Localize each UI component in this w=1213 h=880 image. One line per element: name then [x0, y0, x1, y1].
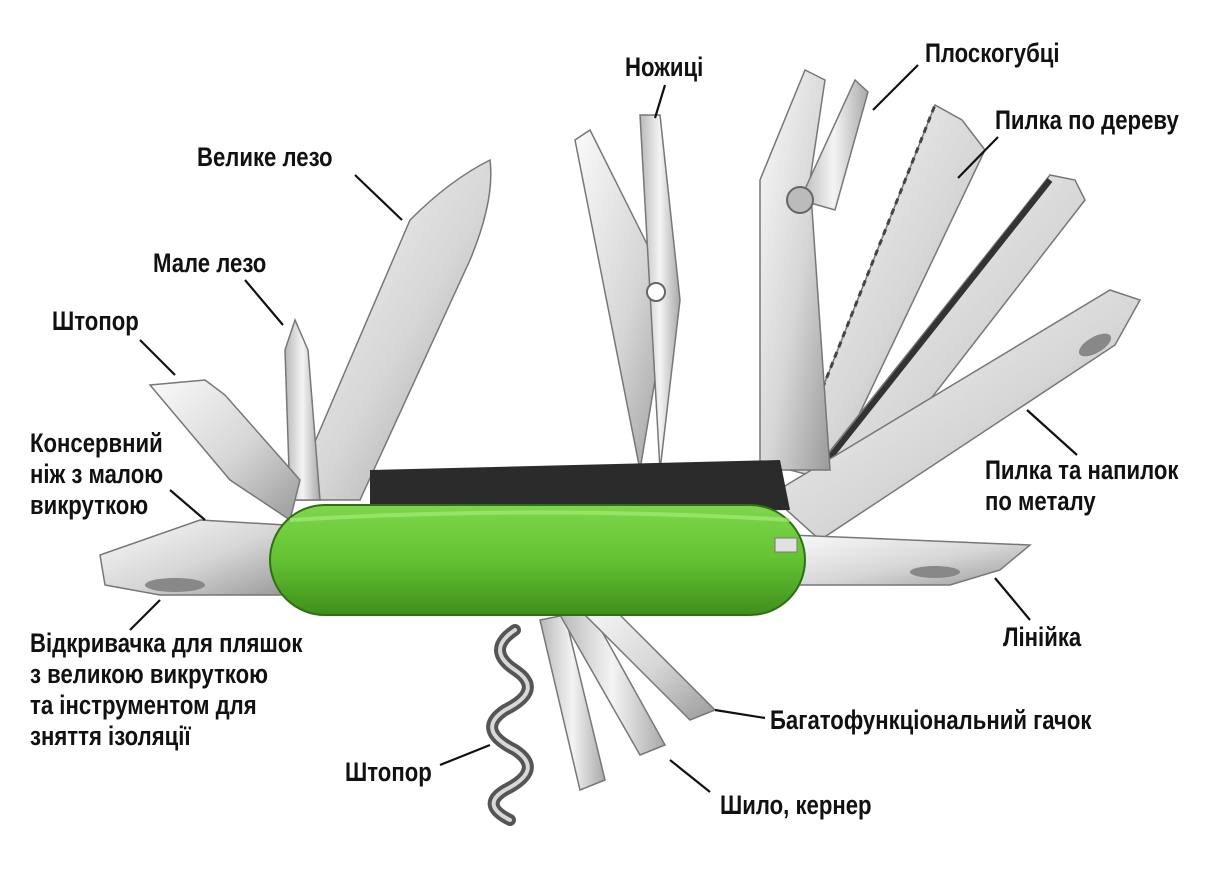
- pliers-tool: [759, 68, 869, 471]
- label-pliers: Плоскогубці: [925, 38, 1060, 68]
- label-large-blade: Велике лезо: [197, 142, 333, 172]
- label-scissors: Ножиці: [625, 52, 704, 82]
- can-opener-tool: [148, 379, 301, 522]
- label-bottle-opener-line-3: та інструментом для: [30, 690, 257, 720]
- label-multi-hook: Багатофункціональний гачок: [770, 705, 1092, 735]
- label-metal-saw-file-line-1: Пилка та напилок: [985, 455, 1179, 485]
- label-bottle-opener-line-2: з великою викруткою: [30, 659, 269, 689]
- label-ruler: Лінійка: [1003, 622, 1082, 652]
- label-bottle-opener: Відкривачка для пляшок з великою викрутк…: [30, 628, 302, 752]
- label-corkscrew-bottom: Штопор: [345, 757, 432, 787]
- knife-frame: [370, 460, 790, 515]
- label-metal-saw-file-line-2: по металу: [985, 486, 1096, 516]
- label-small-blade: Мале лезо: [153, 248, 267, 278]
- green-handle: [269, 504, 806, 616]
- label-can-opener-line-1: Консервний: [30, 428, 163, 458]
- large-blade-tool: [288, 158, 492, 501]
- label-corkscrew-top: Штопор: [52, 306, 139, 336]
- scissors-tool: [574, 114, 681, 471]
- label-bottle-opener-line-1: Відкривачка для пляшок: [30, 628, 303, 658]
- metal-file-tool: [768, 289, 1142, 541]
- label-bottle-opener-line-4: зняття ізоляції: [30, 721, 191, 751]
- label-can-opener-line-2: ніж з малою: [30, 459, 164, 489]
- label-can-opener-line-3: викруткою: [30, 490, 149, 520]
- awl-tool: [539, 614, 606, 792]
- label-can-opener: Консервний ніж з малою викруткою: [30, 428, 163, 521]
- corkscrew-bottom-tool: [486, 624, 534, 826]
- label-wood-saw: Пилка по дереву: [995, 105, 1179, 135]
- label-metal-saw-file: Пилка та напилок по металу: [985, 455, 1178, 517]
- bottle-opener-tool: [99, 519, 286, 596]
- leader-lines: [129, 64, 1078, 793]
- label-awl: Шило, кернер: [720, 790, 872, 820]
- ruler-tool: [789, 534, 1032, 586]
